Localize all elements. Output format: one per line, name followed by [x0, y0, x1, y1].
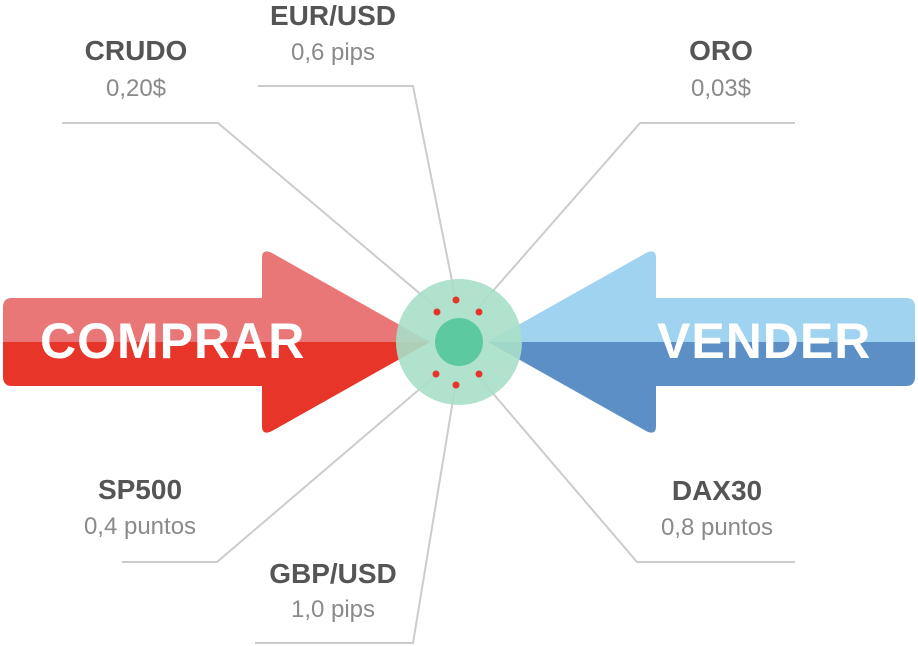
- buy-arrow-bottom: [3, 342, 430, 433]
- center-dot: [432, 370, 440, 378]
- asset-spread-oro: 0,03$: [690, 75, 752, 102]
- sell-arrow-bottom: [488, 342, 915, 433]
- asset-name-dax30: DAX30: [671, 475, 763, 506]
- asset-spread-crudo: 0,20$: [105, 75, 167, 102]
- center-dots: [432, 296, 483, 389]
- center-dot: [433, 308, 441, 316]
- sell-arrow: [488, 251, 915, 433]
- leader-line-crudo: [62, 122, 438, 309]
- center-inner-circle: [435, 318, 483, 366]
- leader-line-oro: [477, 122, 795, 309]
- asset-name-sp500: SP500: [97, 474, 183, 505]
- leader-lines: [62, 85, 795, 644]
- asset-name-gbpusd: GBP/USD: [269, 558, 397, 589]
- asset-name-eurusd: EUR/USD: [269, 0, 396, 31]
- buy-arrow-top: [3, 251, 430, 342]
- asset-spread-gbpusd: 1,0 pips: [290, 596, 376, 623]
- center-dot: [452, 381, 460, 389]
- center-hub: [396, 279, 522, 405]
- asset-spread-sp500: 0,4 puntos: [83, 513, 197, 540]
- center-dot: [452, 296, 460, 304]
- leader-line-eurusd: [258, 85, 456, 297]
- asset-name-crudo: CRUDO: [84, 35, 188, 66]
- center-dot: [475, 308, 483, 316]
- buy-label: COMPRAR: [40, 313, 306, 369]
- center-dot: [475, 370, 483, 378]
- sell-label: VENDER: [657, 313, 872, 369]
- leader-line-gbpusd: [255, 387, 456, 644]
- leader-line-sp500: [122, 375, 436, 563]
- asset-spread-eurusd: 0,6 pips: [290, 39, 376, 66]
- buy-arrow: [3, 251, 430, 433]
- asset-spread-dax30: 0,8 puntos: [660, 514, 774, 541]
- sell-arrow-top: [488, 251, 915, 342]
- leader-line-dax30: [477, 375, 795, 563]
- asset-name-oro: ORO: [689, 35, 753, 66]
